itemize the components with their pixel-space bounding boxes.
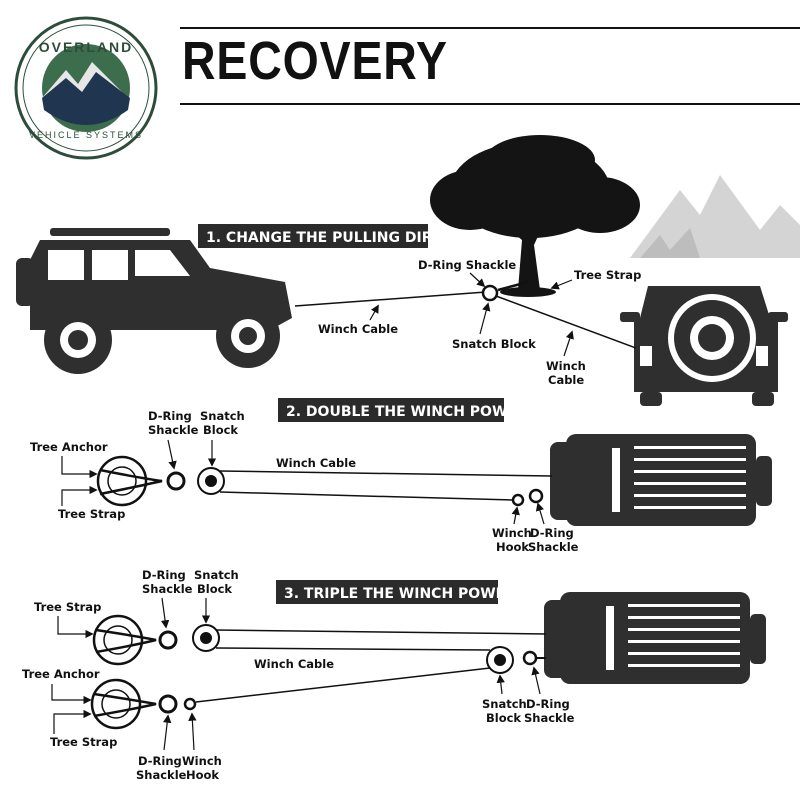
label-winch-cable-2b: Cable <box>548 373 584 387</box>
tree-strap-line <box>497 280 529 292</box>
d-ring-shackle-icon <box>528 488 544 504</box>
label-shackle: Shackle <box>142 582 193 596</box>
jeep-side-illustration <box>16 228 292 374</box>
label-tree-strap: Tree Strap <box>574 268 641 282</box>
tree-anchor-icon <box>92 614 144 666</box>
label-d-ring-2: D-Ring <box>530 526 574 540</box>
snatch-block-icon <box>205 475 217 487</box>
snatch-block-icon <box>481 284 499 302</box>
section-3-diagram: 3. TRIPLE THE WINCH POWER <box>22 568 766 782</box>
label-d-ring-shackle: D-Ring Shackle <box>418 258 516 272</box>
label-d-ring-3: D-Ring <box>138 754 182 768</box>
tree-illustration <box>430 135 640 297</box>
d-ring-shackle-icon <box>166 471 186 491</box>
label-shackle-2: Shackle <box>528 540 579 554</box>
label-shackle-2: Shackle <box>524 711 575 725</box>
label-snatch: Snatch <box>200 409 245 423</box>
d-ring-shackle-icon <box>158 694 178 714</box>
label-tree-anchor: Tree Anchor <box>30 440 108 454</box>
label-winch-cable: Winch Cable <box>318 322 398 336</box>
label-winch-cable: Winch Cable <box>254 657 334 671</box>
label-shackle-3: Shackle <box>136 768 187 782</box>
label-winch: Winch <box>182 754 222 768</box>
winch-cable-line <box>495 295 637 349</box>
snatch-block-icon <box>200 632 212 644</box>
label-winch-cable: Winch Cable <box>276 456 356 470</box>
label-winch-cable-2a: Winch <box>546 359 586 373</box>
tree-anchor-icon <box>96 455 148 507</box>
label-hook: Hook <box>496 540 529 554</box>
section-1-diagram: 1. CHANGE THE PULLING DIRECTION D-Ring S… <box>16 135 788 406</box>
label-hook: Hook <box>186 768 219 782</box>
label-tree-strap: Tree Strap <box>58 507 125 521</box>
label-snatch: Snatch <box>194 568 239 582</box>
winch-hook-icon <box>183 697 197 711</box>
snatch-block-icon <box>494 654 506 666</box>
section-2-diagram: 2. DOUBLE THE WINCH POWER D-Ring Shackle <box>30 398 772 554</box>
label-d-ring: D-Ring <box>148 409 192 423</box>
section-1-heading: 1. CHANGE THE PULLING DIRECTION <box>206 230 491 246</box>
label-tree-anchor: Tree Anchor <box>22 667 100 681</box>
label-snatch-2: Snatch <box>482 697 527 711</box>
jeep-top-illustration <box>550 434 772 526</box>
label-tree-strap-2: Tree Strap <box>50 735 117 749</box>
mountains-illustration <box>630 175 800 258</box>
tree-strap-line <box>99 468 163 496</box>
label-d-ring: D-Ring <box>142 568 186 582</box>
label-snatch-block: Snatch Block <box>452 337 536 351</box>
winch-cable-line <box>294 291 487 307</box>
label-d-ring-2: D-Ring <box>526 697 570 711</box>
section-2-heading: 2. DOUBLE THE WINCH POWER <box>286 404 528 420</box>
tree-anchor-icon <box>90 678 142 730</box>
label-block: Block <box>203 423 238 437</box>
section-3-heading: 3. TRIPLE THE WINCH POWER <box>284 586 516 602</box>
section-heading-bg <box>198 224 428 248</box>
d-ring-shackle-icon <box>158 630 178 650</box>
logo-subtitle: VEHICLE SYSTEMS <box>29 130 143 140</box>
jeep-top-illustration <box>544 592 766 684</box>
label-block-2: Block <box>486 711 521 725</box>
logo: OVERLAND VEHICLE SYSTEMS <box>14 16 158 160</box>
page-title: RECOVERY TECHNIQUES <box>182 31 494 102</box>
winch-hook-icon <box>511 493 525 507</box>
d-ring-shackle-icon <box>522 650 538 666</box>
section-heading-bg <box>276 580 498 604</box>
label-shackle: Shackle <box>148 423 199 437</box>
label-tree-strap: Tree Strap <box>34 600 101 614</box>
label-winch: Winch <box>492 526 532 540</box>
label-block: Block <box>197 582 232 596</box>
section-heading-bg <box>278 398 504 422</box>
jeep-rear-illustration <box>620 286 788 406</box>
logo-brand: OVERLAND <box>39 39 134 55</box>
